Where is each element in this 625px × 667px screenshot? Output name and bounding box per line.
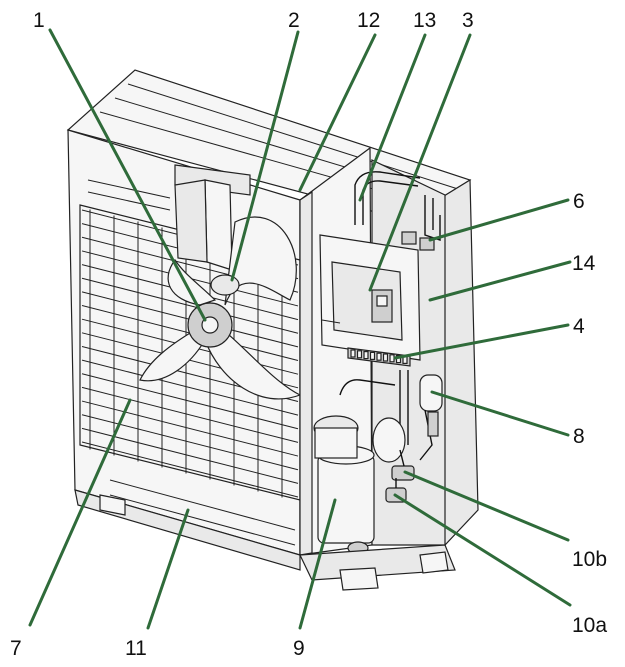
callout-2: 2 [288,9,300,32]
callout-3: 3 [462,9,474,32]
terminal-screw [382,353,389,362]
callout-7: 7 [10,637,22,660]
grille-slat [81,400,299,457]
callout-12: 12 [357,9,380,32]
leader-lines [28,28,572,630]
leader-10b [403,470,570,542]
terminal-screw [356,350,363,359]
leader-9 [298,498,337,630]
leader-7 [28,398,132,627]
callout-10a: 10a [572,614,607,637]
grille-slat [81,441,299,498]
leader-13 [358,33,427,202]
leader-14 [428,260,572,302]
grille-slat [81,427,299,484]
base [99,494,456,591]
callout-9: 9 [293,637,305,660]
terminal-screw [350,349,356,358]
grille-slat [81,386,299,443]
leader-2 [230,30,300,282]
leader-8 [430,390,570,437]
callout-6: 6 [573,190,585,213]
leader-6 [428,198,570,242]
terminal-screw [369,351,376,360]
callout-labels: 1 2 12 13 3 6 14 4 8 10b 10a 7 11 9 [10,9,607,660]
callout-13: 13 [413,9,436,32]
callout-14: 14 [572,252,596,275]
terminal-screw [389,354,395,363]
callout-1: 1 [33,9,45,32]
leader-11 [146,508,190,630]
grille-slat [81,277,299,334]
control-board [319,234,421,361]
fan-motor [210,274,240,296]
terminal-screw [363,351,369,360]
callout-4: 4 [573,315,585,338]
callout-11: 11 [125,637,147,660]
callout-10b: 10b [572,548,607,571]
terminal-screw [376,352,382,361]
leader-1 [48,28,207,322]
leader-12 [298,33,377,192]
terminal-block [347,347,411,367]
leader-10a [393,493,572,607]
callout-8: 8 [573,425,585,448]
grille-slat [81,359,299,416]
leader-4 [393,323,570,360]
leader-3 [368,33,472,292]
grille-slat [81,373,299,430]
